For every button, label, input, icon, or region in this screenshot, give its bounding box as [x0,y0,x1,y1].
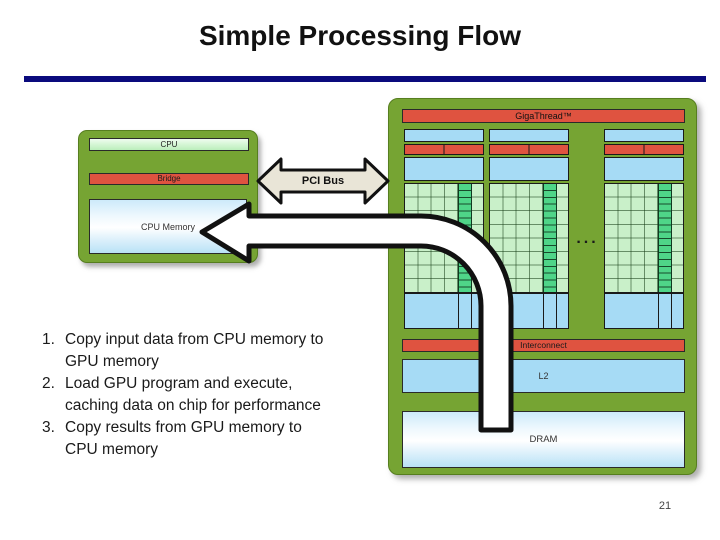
sfu-cells [458,184,472,292]
dram-block: DRAM [402,411,685,468]
cpu-memory-block: CPU Memory [89,199,247,254]
step-number: 3. [42,419,55,436]
core-cells [672,184,683,292]
page-number: 21 [658,500,672,512]
sm-scheduler-bar [404,129,484,142]
step-text-line: CPU memory [65,441,159,458]
pci-bus-label: PCI Bus [301,175,345,187]
step-text-line: Copy input data from CPU memory to [65,331,324,348]
sm-core-grid [404,183,484,293]
more-sm-ellipsis: ... [576,230,599,247]
sm-dispatch-bar [489,144,569,155]
step-number: 1. [42,331,55,348]
sm-register-bar [404,157,484,181]
step-text-line: Load GPU program and execute, [65,375,293,392]
step-number: 2. [42,375,55,392]
cpu-block: CPU [89,138,249,151]
interconnect-bar: Interconnect [402,339,685,352]
sm-dispatch-bar [604,144,684,155]
core-cells [557,184,568,292]
sm-scheduler-bar [489,129,569,142]
sm-cache-bar [489,293,569,329]
step-2: 2. Load GPU program and execute, caching… [42,373,372,417]
sm-core-grid [604,183,684,293]
core-cells [472,184,483,292]
step-text-line: Copy results from GPU memory to [65,419,302,436]
sm-column-1 [404,129,484,329]
sm-scheduler-bar [604,129,684,142]
sm-column-3 [604,129,684,329]
core-cells [405,184,458,292]
sm-cache-bar [604,293,684,329]
gpu-diagram: GigaThread™ [388,98,697,475]
step-1: 1. Copy input data from CPU memory to GP… [42,329,372,373]
gigathread-bar: GigaThread™ [402,109,685,123]
sm-dispatch-bar [404,144,484,155]
l2-cache-block: L2 [402,359,685,393]
title-underline [24,76,706,82]
cpu-diagram: CPU Bridge CPU Memory [78,130,258,263]
step-text-line: GPU memory [65,353,159,370]
step-text-line: caching data on chip for performance [65,397,321,414]
bridge-block: Bridge [89,173,249,185]
sm-cache-bar [404,293,484,329]
page-title: Simple Processing Flow [198,20,522,51]
process-steps: 1. Copy input data from CPU memory to GP… [42,329,372,461]
sm-core-grid [489,183,569,293]
sm-column-2 [489,129,569,329]
core-cells [605,184,658,292]
core-cells [490,184,543,292]
sfu-cells [658,184,672,292]
sfu-cells [543,184,557,292]
step-3: 3. Copy results from GPU memory to CPU m… [42,417,372,461]
sm-register-bar [604,157,684,181]
sm-register-bar [489,157,569,181]
